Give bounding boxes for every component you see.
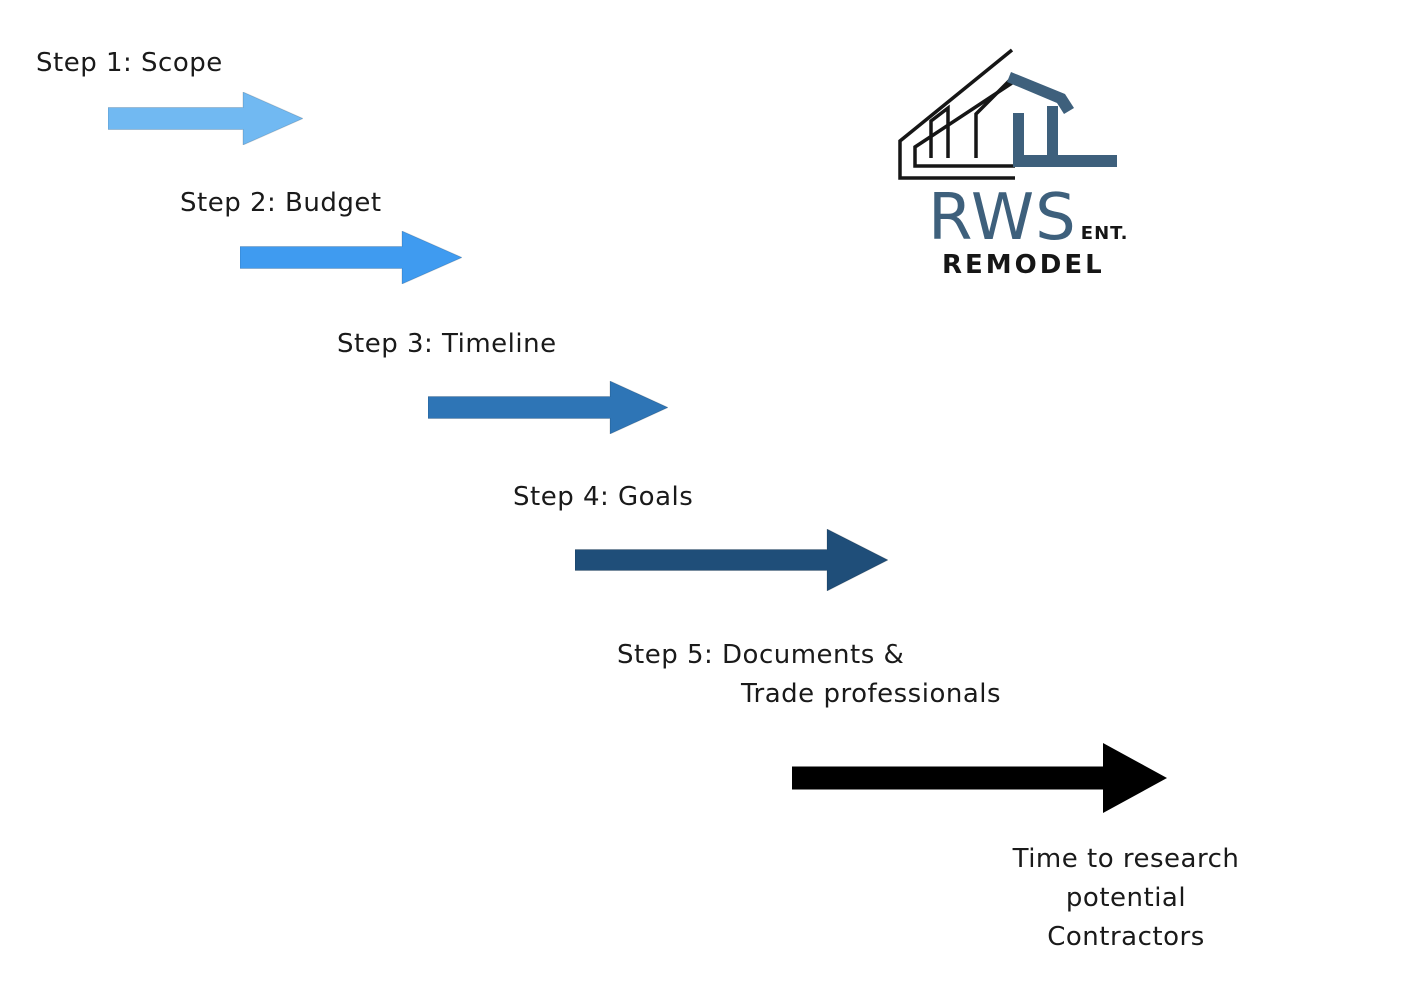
step-4-label: Step 4: Goals [513, 482, 694, 512]
step-5-label-line1: Step 5: Documents & [617, 640, 905, 670]
logo-subtitle-text: REMODEL [942, 250, 1105, 280]
house-roof-beam [1007, 72, 1074, 114]
logo-suffix-text: ENT. [1080, 223, 1129, 244]
logo-company-text: RWS [928, 181, 1077, 255]
logo-wordmark: RWS ENT. [928, 186, 1129, 250]
step-5-label: Step 5: Documents & Trade professionals [617, 636, 1001, 714]
step-5-arrow-icon [792, 743, 1167, 813]
house-post-left [1013, 113, 1024, 167]
step-3-arrow-shape [428, 381, 668, 434]
step-2-arrow-icon [240, 231, 462, 284]
step-3-label: Step 3: Timeline [337, 329, 557, 359]
footer-note-line1: Time to research potential [1012, 844, 1240, 913]
step-1-arrow-icon [108, 92, 303, 145]
house-outline-group [898, 48, 1017, 180]
house-outer-beam [898, 48, 1015, 180]
house-post-right [1047, 106, 1058, 156]
house-chimney [929, 104, 950, 158]
footer-note-line2: Contractors [1047, 922, 1205, 952]
step-5-arrow-shape [792, 743, 1167, 813]
step-2-arrow-shape [240, 231, 462, 284]
step-5-label-line2: Trade professionals [741, 679, 1002, 709]
house-inner-beam [913, 81, 1015, 168]
house-base [1013, 155, 1117, 167]
step-4-arrow-icon [575, 529, 888, 591]
footer-note: Time to research potential Contractors [950, 840, 1302, 957]
step-1-label: Step 1: Scope [36, 48, 223, 78]
step-4-arrow-shape [575, 529, 888, 591]
step-2-label: Step 2: Budget [180, 188, 382, 218]
house-gable [974, 73, 1017, 158]
house-icon [898, 48, 1117, 180]
step-1-arrow-shape [108, 92, 303, 145]
step-3-arrow-icon [428, 381, 668, 434]
house-accent-group [1007, 72, 1117, 167]
